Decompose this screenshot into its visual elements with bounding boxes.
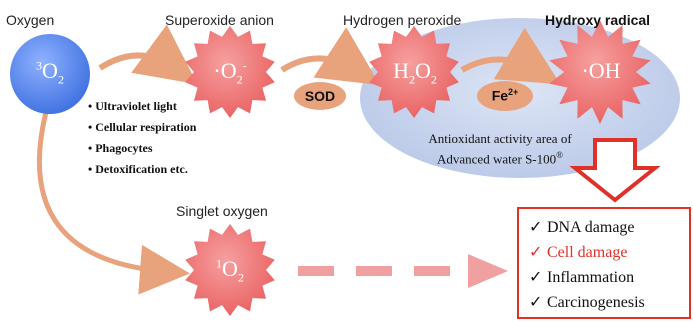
- oxygen-molecule-circle: [10, 34, 90, 114]
- superoxide-label: Superoxide anion: [165, 12, 274, 28]
- ros-sources-list: Ultraviolet light Cellular respiration P…: [88, 96, 196, 180]
- list-item: Phagocytes: [88, 138, 196, 159]
- oxygen-label: Oxygen: [6, 12, 55, 28]
- hydroxy-radical-label: Hydroxy radical: [545, 12, 651, 28]
- effects-box: ✓DNA damage ✓Cell damage ✓Inflammation ✓…: [517, 207, 691, 319]
- arrow-superoxide-to-peroxide: [280, 27, 381, 86]
- arrow-oxygen-to-superoxide: [98, 24, 198, 85]
- effect-item-dna-damage: ✓DNA damage: [529, 215, 689, 240]
- down-arrow: [569, 138, 661, 203]
- arrow-peroxide-to-hydroxy: [460, 27, 561, 85]
- fe-label: Fe2+: [491, 87, 519, 104]
- oxygen-formula: 3O2: [36, 58, 64, 87]
- check-icon: ✓: [529, 219, 543, 236]
- check-icon: ✓: [529, 294, 543, 311]
- list-item: Ultraviolet light: [88, 96, 196, 117]
- sod-label: SOD: [304, 88, 336, 104]
- list-item: Cellular respiration: [88, 117, 196, 138]
- superoxide-formula: ·O2-: [213, 58, 247, 87]
- effect-item-cell-damage: ✓Cell damage: [529, 240, 689, 265]
- antioxidant-area-caption: Antioxidant activity area of Advanced wa…: [395, 130, 605, 167]
- hydrogen-peroxide-label: Hydrogen peroxide: [343, 12, 462, 28]
- fe-pill: [477, 81, 533, 111]
- list-item: Detoxification etc.: [88, 159, 196, 180]
- antioxidant-caption-line2: Advanced water S-100®: [437, 150, 563, 167]
- hydroxy-radical-starburst: [549, 20, 651, 124]
- singlet-oxygen-starburst: [185, 224, 275, 316]
- effect-item-inflammation: ✓Inflammation: [529, 265, 689, 290]
- effect-item-carcinogenesis: ✓Carcinogenesis: [529, 290, 689, 315]
- check-icon: ✓: [529, 269, 543, 286]
- hydrogen-peroxide-starburst: [369, 26, 459, 118]
- hydroxy-formula: ·OH: [581, 58, 621, 83]
- arrow-oxygen-to-singlet: [36, 111, 190, 295]
- check-icon: ✓: [529, 244, 543, 261]
- singlet-oxygen-label: Singlet oxygen: [176, 203, 268, 219]
- antioxidant-caption-line1: Antioxidant activity area of: [428, 131, 572, 146]
- singlet-oxygen-formula: 1O2: [216, 256, 244, 285]
- superoxide-starburst: [185, 26, 275, 118]
- hydrogen-peroxide-formula: H2O2: [393, 58, 437, 87]
- sod-pill: [294, 82, 346, 110]
- dashed-arrow: [298, 254, 508, 288]
